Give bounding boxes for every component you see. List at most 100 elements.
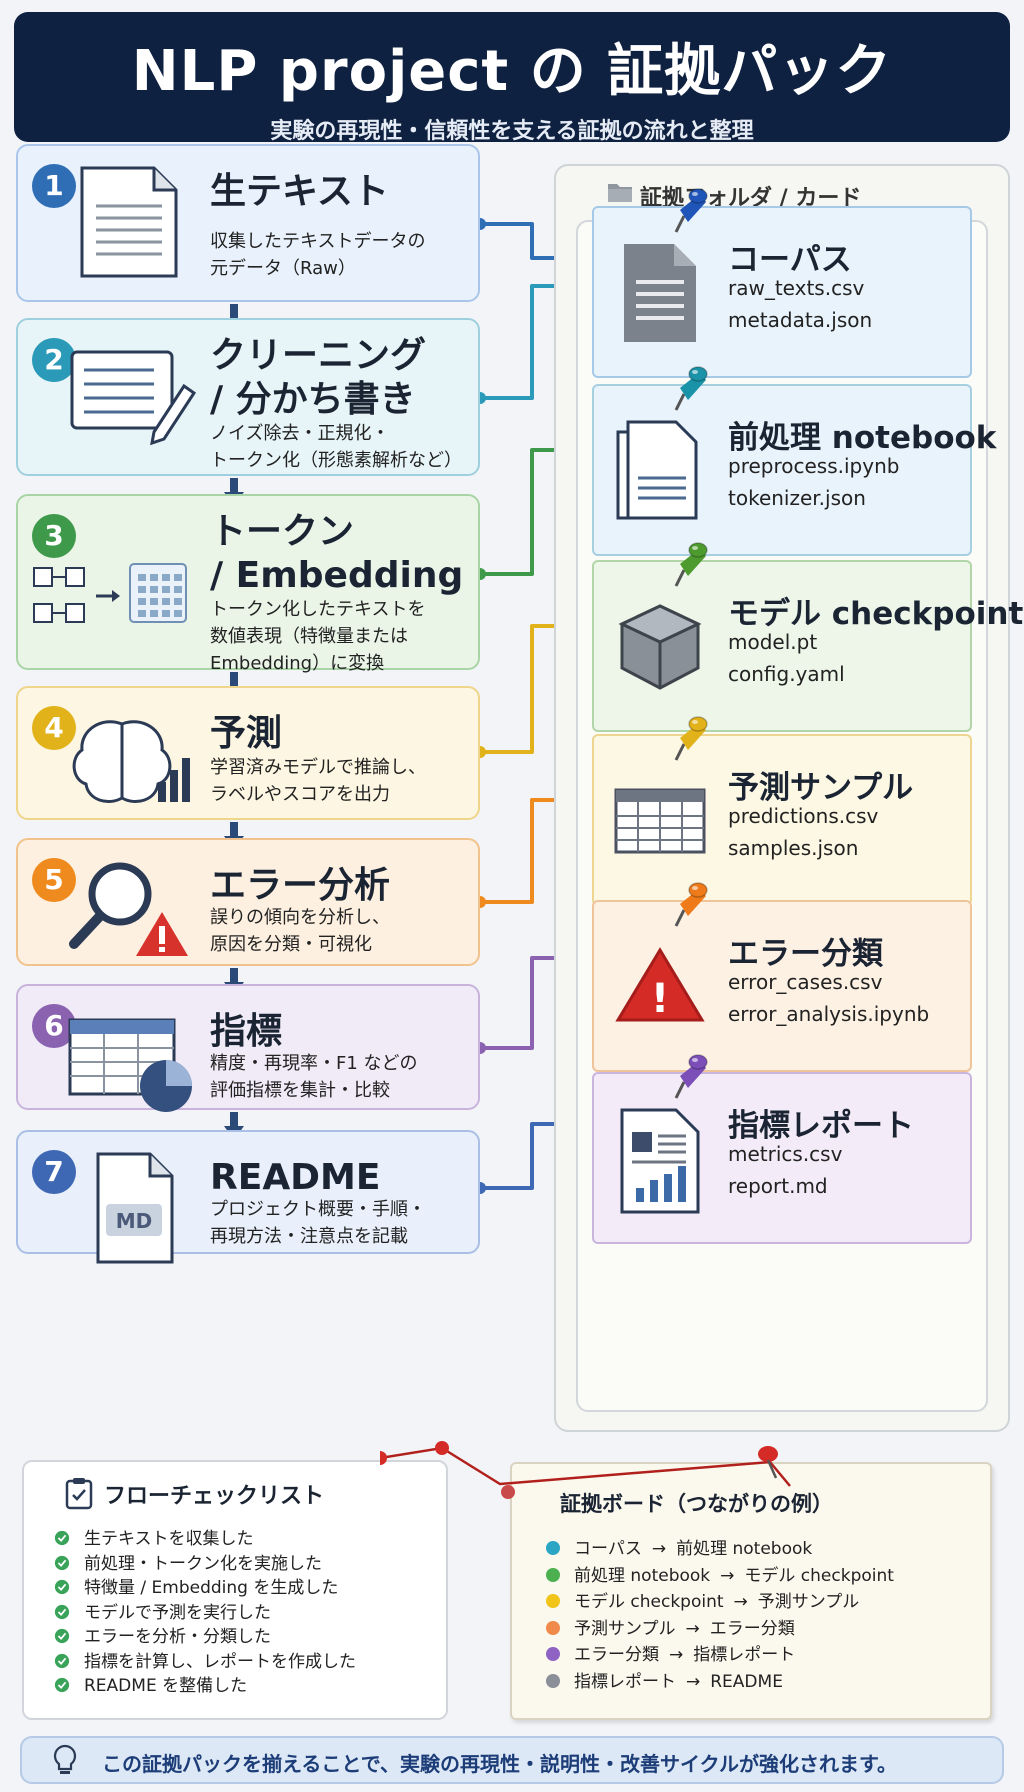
link-dot: [546, 1594, 560, 1608]
step-description-line: 収集したテキストデータの: [210, 231, 426, 252]
arrow-icon: →: [686, 1671, 701, 1692]
step-number-badge: 7: [32, 1150, 76, 1194]
clipboard-icon: [65, 1478, 93, 1510]
checklist-item-label: モデルで予測を実行した: [84, 1602, 271, 1623]
board-link-to: 予測サンプル: [757, 1592, 860, 1612]
step-description-line: 学習済みモデルで推論し、: [210, 757, 426, 778]
board-link-to: エラー分類: [709, 1618, 795, 1639]
card-title: 予測サンプル: [728, 770, 914, 806]
step-description-line: トークン化したテキストを: [210, 599, 426, 620]
edit-document-icon: [62, 336, 202, 456]
step-title-line: / Embedding: [210, 555, 464, 596]
checklist-item: 生テキストを収集した: [54, 1524, 254, 1549]
header-banner: NLP project の 証拠パック 実験の再現性・信頼性を支える証拠の流れと…: [14, 12, 1010, 144]
card-file-name: error_cases.csv: [728, 970, 883, 994]
warning-icon: !: [612, 932, 708, 1042]
page-subtitle: 実験の再現性・信頼性を支える証拠の流れと整理: [270, 119, 754, 144]
step-description-line: 元データ（Raw）: [210, 258, 356, 279]
step-title-line: 指標: [210, 1011, 283, 1052]
checklist-item: README を整備した: [54, 1671, 247, 1696]
step-title-line: / 分かち書き: [210, 379, 416, 420]
board-string: [380, 1441, 791, 1499]
step-description: 誤りの傾向を分析し、原因を分類・可視化: [210, 904, 390, 958]
brain-chart-icon: [62, 704, 202, 824]
board-link-to: モデル checkpoint: [744, 1565, 894, 1586]
step-title: README: [210, 1156, 380, 1200]
step-title: 予測: [210, 712, 282, 756]
checklist-item: モデルで予測を実行した: [54, 1598, 271, 1623]
board-link: コーパス→前処理 notebook: [546, 1534, 812, 1559]
tip-text: この証拠パックを揃えることで、実験の再現性・説明性・改善サイクルが強化されます。: [102, 1752, 897, 1776]
board-link-to: README: [710, 1671, 783, 1692]
table-icon: [612, 766, 708, 876]
notebook-code-icon: [612, 416, 708, 526]
arrow-icon: →: [651, 1539, 667, 1559]
step-title-line: トークン: [210, 511, 355, 552]
page-title: NLP project の 証拠パック: [131, 39, 893, 104]
step-title-line: エラー分析: [210, 865, 391, 906]
step-title: エラー分析: [210, 864, 390, 908]
card-file-name: tokenizer.json: [728, 486, 866, 510]
link-dot: [546, 1620, 560, 1635]
link-dot: [546, 1673, 560, 1688]
checklist-item-label: 特徴量 / Embedding を生成した: [84, 1578, 339, 1598]
checklist-item-label: 生テキストを収集した: [84, 1529, 254, 1549]
board-link: 予測サンプル→エラー分類: [546, 1614, 795, 1639]
step-description-line: プロジェクト概要・手順・: [210, 1199, 426, 1220]
arrow-icon: →: [685, 1618, 700, 1639]
pushpin-icon: [670, 540, 710, 590]
arrow-icon: →: [669, 1645, 684, 1665]
checklist-item-label: 前処理・トークン化を実施した: [84, 1553, 322, 1574]
step-title: クリーニング/ 分かち書き: [210, 334, 426, 422]
step-title: 指標: [210, 1010, 282, 1054]
board-link-from: 前処理 notebook: [574, 1565, 711, 1586]
step-title-line: README: [210, 1157, 381, 1198]
board-link: モデル checkpoint→予測サンプル: [546, 1587, 859, 1612]
step-title-line: 予測: [210, 713, 283, 754]
table-chart-icon: [62, 1002, 202, 1122]
arrow-icon: →: [720, 1565, 735, 1586]
step-description: 収集したテキストデータの元データ（Raw）: [210, 228, 425, 282]
pushpin-icon: [670, 364, 710, 414]
check-circle-icon: [54, 1555, 70, 1570]
step-title-line: クリーニング: [210, 335, 427, 376]
search-warning-icon: [62, 856, 202, 976]
step-description: プロジェクト概要・手順・再現方法・注意点を記載: [210, 1196, 426, 1250]
board-link-from: エラー分類: [574, 1645, 659, 1665]
card-title: エラー分類: [728, 936, 883, 972]
checklist-item-label: エラーを分析・分類した: [84, 1627, 271, 1647]
step-description: 精度・再現率・F1 などの評価指標を集計・比較: [210, 1050, 418, 1104]
board-link: エラー分類→指標レポート: [546, 1640, 795, 1665]
card-file-name: samples.json: [728, 836, 859, 860]
document-icon: [612, 238, 708, 348]
step-description: 学習済みモデルで推論し、ラベルやスコアを出力: [210, 754, 426, 808]
board-link-from: 指標レポート: [574, 1671, 676, 1692]
link-dot: [546, 1567, 560, 1582]
check-circle-icon: [54, 1579, 70, 1595]
svg-text:!: !: [651, 976, 669, 1022]
step-description-line: ノイズ除去・正規化・: [210, 423, 390, 444]
step-description-line: ラベルやスコアを出力: [210, 784, 390, 805]
card-file-name: report.md: [728, 1174, 828, 1198]
board-title: 証拠ボード（つながりの例）: [560, 1492, 833, 1516]
lightbulb-icon: [53, 1744, 77, 1774]
evidence-board: 証拠ボード（つながりの例） コーパス→前処理 notebook 前処理 noteb…: [510, 1462, 992, 1720]
checklist-item-label: 指標を計算し、レポートを作成した: [84, 1651, 356, 1672]
card-file-name: error_analysis.ipynb: [728, 1002, 930, 1026]
step-title: トークン/ Embedding: [210, 510, 463, 598]
board-link: 指標レポート → README: [546, 1667, 783, 1692]
step-number-badge: 2: [32, 338, 76, 382]
card-file-name: preprocess.ipynb: [728, 454, 900, 478]
step-title: 生テキスト: [210, 170, 389, 214]
document-icon: [62, 162, 202, 282]
step-title-line: 生テキスト: [210, 171, 389, 212]
